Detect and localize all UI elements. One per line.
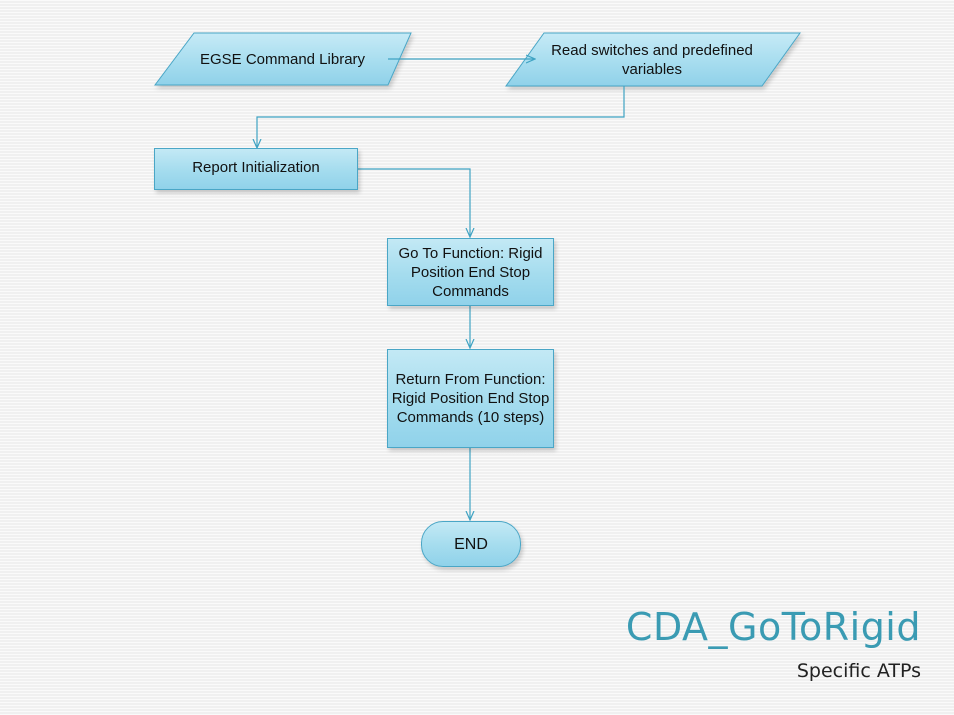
goto-function-node [387, 238, 554, 306]
read-switches-label: Read switches and predefined variables [551, 41, 753, 78]
return-function-label: Return From Function: Rigid Position End… [391, 371, 550, 426]
end-label: END [454, 535, 488, 553]
egse-library-label: EGSE Command Library [199, 50, 366, 68]
egse-library-node [154, 32, 412, 86]
return-function-node [387, 349, 554, 448]
slide-subtitle: Specific ATPs [796, 660, 921, 682]
goto-function-label: Go To Function: Rigid Position End Stop … [398, 244, 543, 300]
connector-report-to-goto [358, 168, 470, 236]
report-init-node [154, 148, 358, 190]
read-switches-node [505, 32, 801, 87]
slide-title: CDA_GoToRigid [625, 605, 921, 649]
end-node [421, 521, 521, 567]
connector-read-to-report [257, 86, 625, 147]
report-init-label: Report Initialization [192, 158, 320, 176]
